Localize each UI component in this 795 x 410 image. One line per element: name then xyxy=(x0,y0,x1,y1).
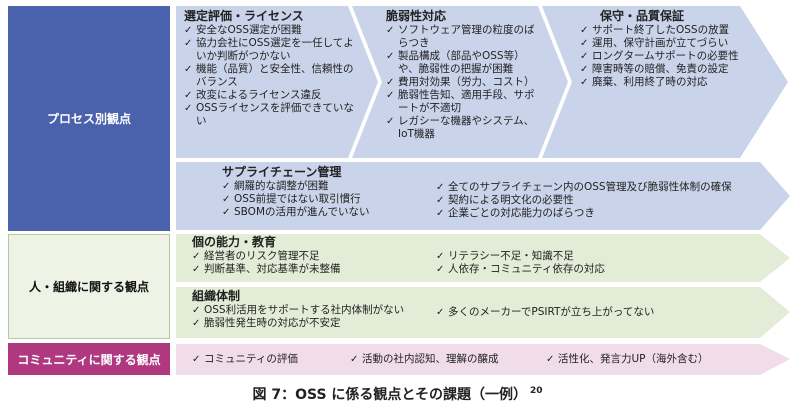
list-item: 協力会社にOSS選定を一任してよいか判断がつかない xyxy=(184,37,354,63)
organization-block: 組織体制 OSS利活用をサポートする社内体制がない 脆弱性発生時の対応が不安定 xyxy=(192,289,432,331)
list-item: 運用、保守計画が立てづらい xyxy=(580,37,750,50)
supply-chain-title: サプライチェーン管理 xyxy=(222,165,342,179)
individual-title: 個の能力・教育 xyxy=(192,235,277,249)
caption-footnote: 20 xyxy=(529,386,543,397)
community-item-1: コミュニティの評価 xyxy=(192,353,342,366)
supply-chain-block: サプライチェーン管理 網羅的な調整が困難 OSS前提ではない取引慣行 SBOMの… xyxy=(222,165,422,220)
list-item: 多くのメーカーでPSIRTが立ち上がってない xyxy=(436,306,736,319)
community-item-2: 活動の社内認知、理解の醸成 xyxy=(350,353,540,366)
list-item: 契約による明文化の必要性 xyxy=(436,194,756,207)
figure-caption: 図 7：OSS に係る観点とその課題（一例）20 xyxy=(0,384,795,404)
list-item: 人依存・コミュニティ依存の対応 xyxy=(436,263,736,276)
vulnerability-title: 脆弱性対応 xyxy=(386,9,447,23)
list-item: リテラシー不足・知識不足 xyxy=(436,250,736,263)
list-item: 企業ごとの対応能力のばらつき xyxy=(436,207,756,220)
side-label-community: コミュニティに関する観点 xyxy=(8,343,170,375)
organization-title: 組織体制 xyxy=(192,289,241,303)
list-item: SBOMの活用が進んでいない xyxy=(222,206,422,219)
list-item: 活性化、発言力UP（海外含む） xyxy=(546,353,756,366)
selection-block: 選定評価・ライセンス 安全なOSS選定が困難 協力会社にOSS選定を一任してよい… xyxy=(184,10,354,128)
list-item: コミュニティの評価 xyxy=(192,353,342,366)
list-item: OSSライセンスを評価できていない xyxy=(184,102,354,128)
maintenance-block: 保守・品質保証 サポート終了したOSSの放置 運用、保守計画が立てづらい ロング… xyxy=(580,9,750,90)
side-label-process: プロセス別観点 xyxy=(8,6,170,231)
list-item: 活動の社内認知、理解の醸成 xyxy=(350,353,540,366)
maintenance-title: 保守・品質保証 xyxy=(600,9,685,23)
list-item: OSS前提ではない取引慣行 xyxy=(222,193,422,206)
list-item: 改変によるライセンス違反 xyxy=(184,89,354,102)
community-item-3: 活性化、発言力UP（海外含む） xyxy=(546,353,756,366)
organization-right-block: 多くのメーカーでPSIRTが立ち上がってない xyxy=(436,306,736,319)
side-label-people: 人・組織に関する観点 xyxy=(8,234,170,339)
list-item: 機能（品質）と安全性、信頼性のバランス xyxy=(184,63,354,89)
list-item: 網羅的な調整が困難 xyxy=(222,180,422,193)
vulnerability-block: 脆弱性対応 ソフトウェア管理の粒度のばらつき 製品構成（部品やOSS等）や、脆弱… xyxy=(386,10,536,141)
list-item: 脆弱性告知、適用手段、サポートが不適切 xyxy=(386,89,536,115)
individual-block: 個の能力・教育 経営者のリスク管理不足 判断基準、対応基準が未整備 xyxy=(192,235,422,277)
list-item: 経営者のリスク管理不足 xyxy=(192,250,422,263)
list-item: ソフトウェア管理の粒度のばらつき xyxy=(386,24,536,50)
list-item: 廃棄、利用終了時の対応 xyxy=(580,76,750,89)
list-item: 脆弱性発生時の対応が不安定 xyxy=(192,317,432,330)
selection-title: 選定評価・ライセンス xyxy=(184,9,304,23)
list-item: レガシーな機器やシステム、IoT機器 xyxy=(386,115,536,141)
caption-text: 図 7：OSS に係る観点とその課題（一例） xyxy=(252,387,527,403)
list-item: 全てのサプライチェーン内のOSS管理及び脆弱性体制の確保 xyxy=(436,181,756,194)
list-item: 判断基準、対応基準が未整備 xyxy=(192,263,422,276)
supply-chain-right-block: 全てのサプライチェーン内のOSS管理及び脆弱性体制の確保 契約による明文化の必要… xyxy=(436,181,756,220)
list-item: サポート終了したOSSの放置 xyxy=(580,24,750,37)
list-item: 費用対効果（労力、コスト） xyxy=(386,76,536,89)
list-item: 安全なOSS選定が困難 xyxy=(184,24,354,37)
list-item: 製品構成（部品やOSS等）や、脆弱性の把握が困難 xyxy=(386,50,536,76)
list-item: OSS利活用をサポートする社内体制がない xyxy=(192,304,432,317)
individual-right-block: リテラシー不足・知識不足 人依存・コミュニティ依存の対応 xyxy=(436,250,736,276)
list-item: 障害時等の賠償、免責の設定 xyxy=(580,63,750,76)
list-item: ロングタームサポートの必要性 xyxy=(580,50,750,63)
